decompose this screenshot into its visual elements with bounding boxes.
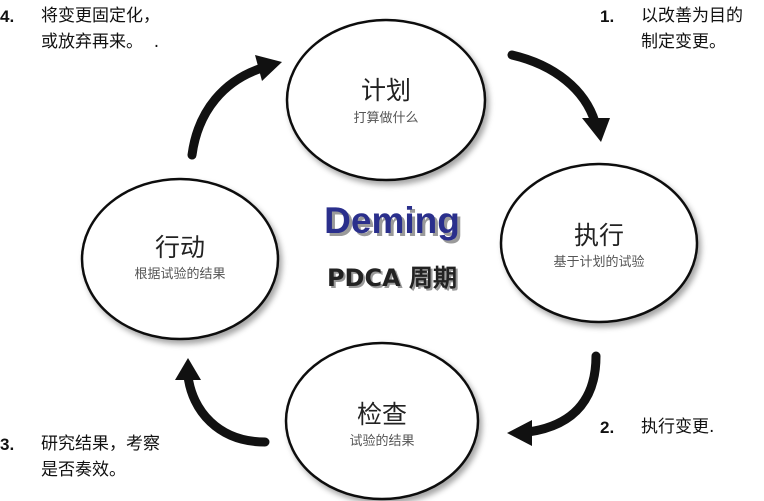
note-step-4-number: 4. — [0, 7, 15, 26]
arrowhead-do-to-check — [507, 420, 532, 446]
stage-do-circle — [499, 162, 699, 324]
arrow-check-to-act — [183, 371, 270, 447]
stage-check-title: 检查 — [357, 400, 407, 429]
arrow-plan-to-do — [507, 50, 600, 127]
arrow-do-to-check — [523, 351, 601, 437]
cycle-subtitle: PDCA 周期 — [327, 264, 457, 292]
stage-check-desc: 试验的结果 — [349, 433, 414, 449]
stage-do-desc: 基于计划的试验 — [553, 254, 644, 270]
stage-act-title: 行动 — [155, 233, 205, 262]
stage-plan: 计划 打算做什么 — [285, 18, 487, 182]
note-step-1-number: 1. — [600, 7, 615, 26]
note-step-4-line2: 或放弃再来。 . — [41, 32, 160, 52]
stage-act-desc: 根据试验的结果 — [134, 266, 225, 282]
stage-act: 行动 根据试验的结果 — [80, 177, 280, 341]
brand-title-shadow: Deming — [327, 203, 463, 244]
brand-title: Deming — [324, 200, 460, 241]
center-label: Deming Deming PDCA 周期 PDCA 周期 — [324, 200, 463, 294]
note-step-3-line1: 研究结果，考察 — [41, 434, 160, 454]
note-step-4-line1: 将变更固定化， — [41, 6, 160, 26]
note-step-2-line1: 执行变更. — [641, 417, 715, 437]
stage-do-title: 执行 — [574, 221, 624, 250]
arrowhead-act-to-plan — [255, 55, 282, 81]
stage-act-circle — [80, 177, 280, 341]
note-step-1-line1: 以改善为目的 — [641, 6, 743, 26]
arrowhead-check-to-act — [175, 358, 201, 380]
arrow-heads — [175, 55, 610, 446]
arrowhead-plan-to-do — [582, 118, 610, 142]
stage-check-circle — [284, 341, 480, 501]
stage-do: 执行 基于计划的试验 — [499, 162, 699, 324]
stage-check: 检查 试验的结果 — [284, 341, 480, 501]
note-step-3-line2: 是否奏效。 — [41, 460, 126, 480]
stage-plan-circle — [285, 18, 487, 182]
stage-plan-title: 计划 — [361, 76, 411, 105]
cycle-arrows — [183, 50, 601, 447]
note-step-2-number: 2. — [600, 418, 615, 437]
arrow-act-to-plan — [187, 63, 267, 160]
cycle-subtitle-shadow: PDCA 周期 — [329, 266, 459, 294]
note-step-1-line2: 制定变更。 — [641, 32, 726, 52]
stage-plan-desc: 打算做什么 — [353, 111, 418, 126]
note-step-3-number: 3. — [0, 435, 15, 454]
